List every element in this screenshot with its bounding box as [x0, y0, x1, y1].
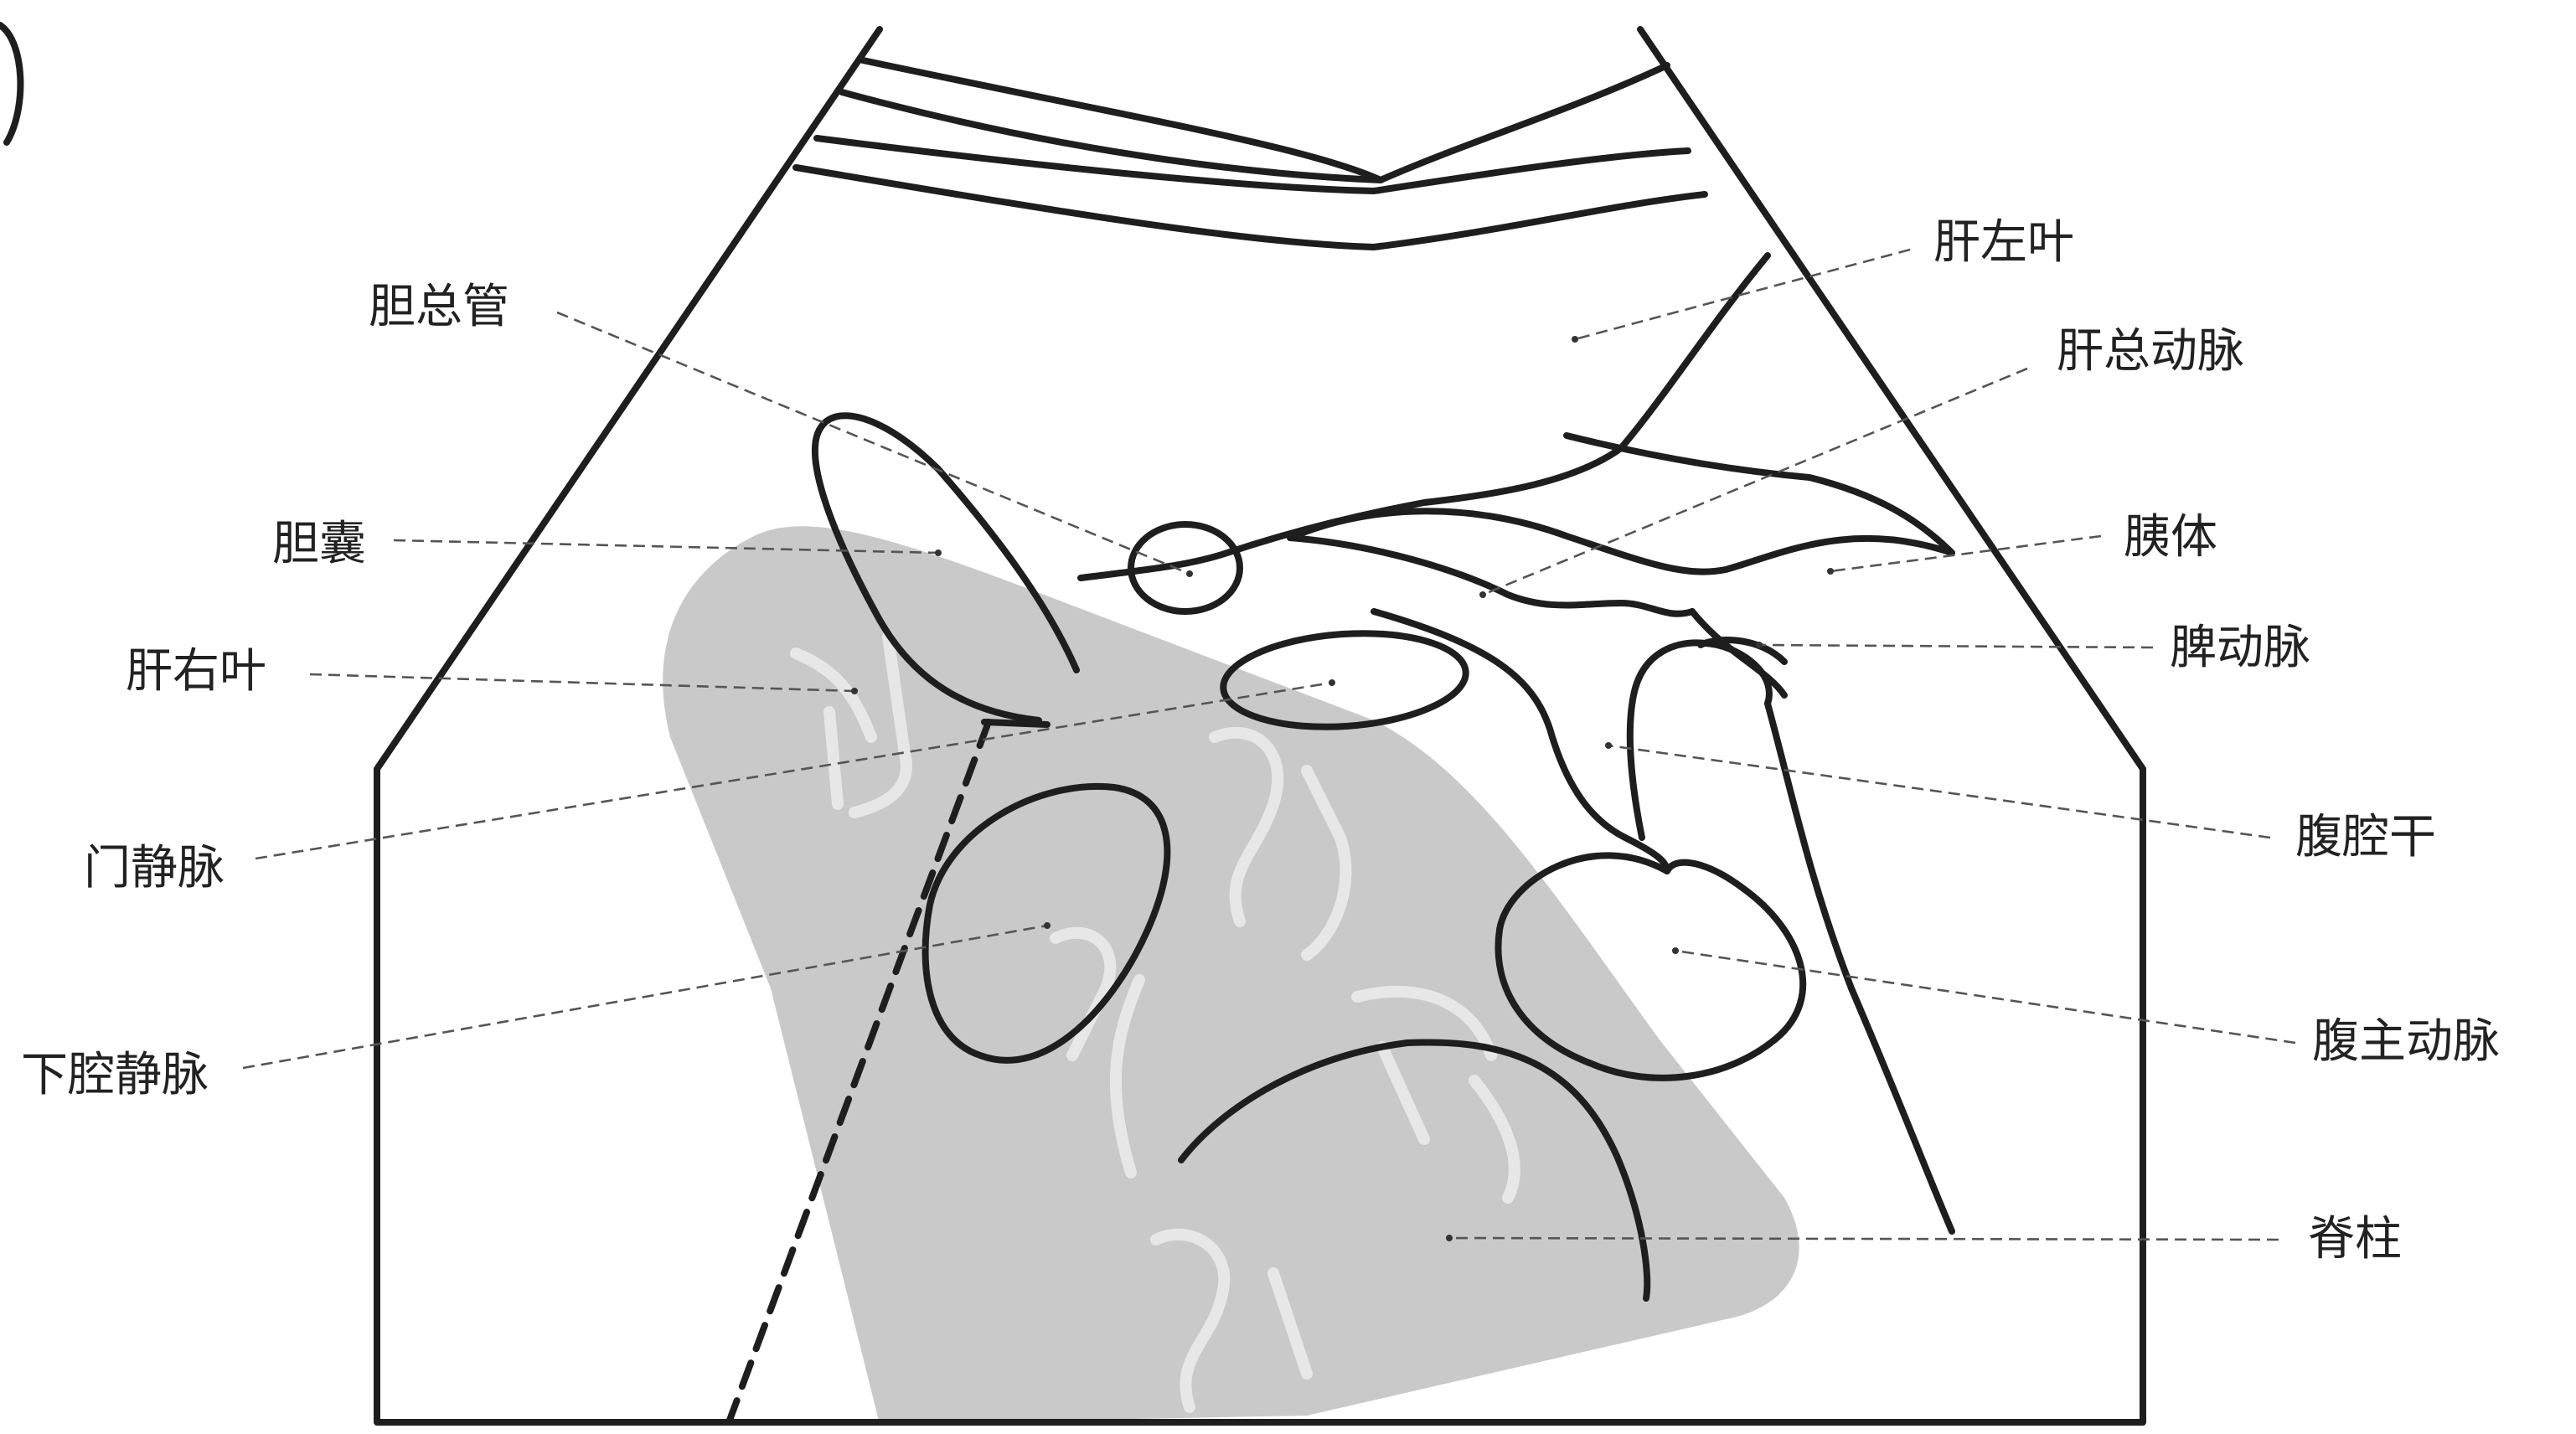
label-abdominal-aorta: 腹主动脉 [2312, 1014, 2500, 1069]
common-hepatic-artery-lower [1290, 538, 1692, 614]
label-celiac-trunk: 腹腔干 [2295, 810, 2436, 864]
skin-line-2 [842, 92, 1381, 180]
leader-liver-left-lobe [1575, 250, 1910, 339]
leader-common-bile-duct [557, 312, 1190, 574]
watermark-panel [663, 526, 1799, 1424]
label-pancreas-body: 胰体 [2124, 510, 2217, 565]
label-common-hepatic-artery: 肝总动脉 [2057, 324, 2244, 379]
label-splenic-artery: 脾动脉 [2170, 621, 2310, 675]
splenic-artery-outline [1630, 643, 1769, 838]
figure-bracket [0, 25, 20, 142]
leader-splenic-artery [1759, 645, 2153, 647]
label-portal-vein: 门静脉 [84, 841, 225, 895]
label-liver-left-lobe: 肝左叶 [1933, 215, 2074, 270]
leader-abdominal-aorta [1675, 951, 2295, 1043]
leader-celiac-trunk [1608, 745, 2270, 838]
label-gallbladder: 胆囊 [272, 517, 366, 571]
portal-junction [984, 722, 1047, 725]
liver-left-lobe-boundary [1081, 255, 1768, 578]
label-inferior-vena-cava: 下腔静脉 [21, 1048, 209, 1102]
label-liver-right-lobe: 肝右叶 [126, 644, 266, 699]
abdominal-wall-line-1 [817, 138, 1688, 191]
common-hepatic-artery-upper [1290, 511, 1952, 571]
label-spine: 脊柱 [2308, 1212, 2402, 1266]
label-common-bile-duct: 胆总管 [369, 280, 509, 334]
abdominal-wall-line-2 [796, 168, 1705, 247]
liver-lobe-right-tail [1567, 436, 1952, 553]
